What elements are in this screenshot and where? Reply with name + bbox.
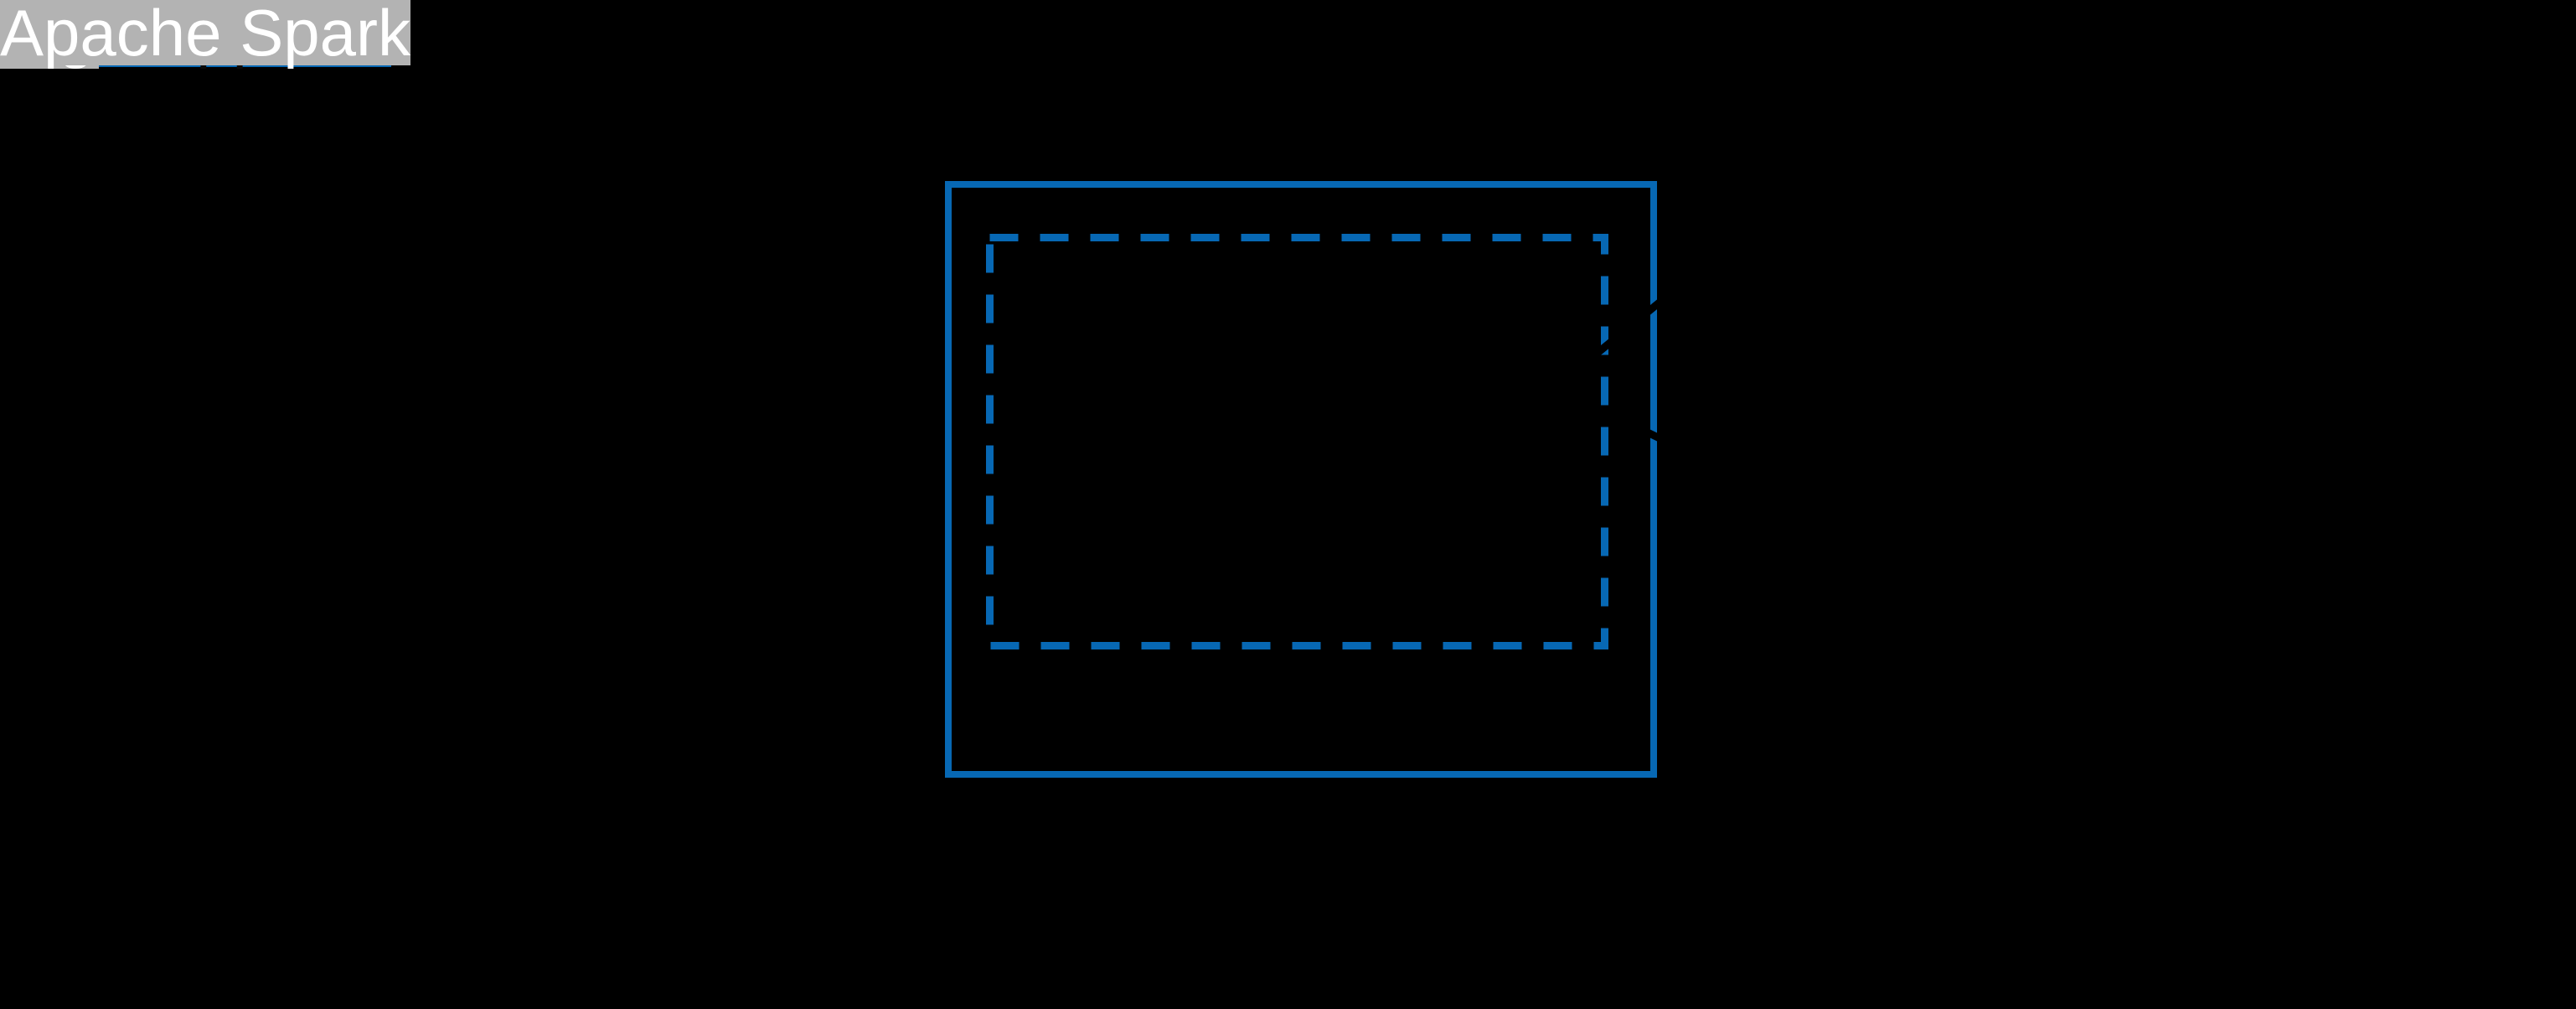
enclave-solid-border xyxy=(945,181,1657,778)
merge-line-upper xyxy=(1554,12,2015,390)
apache-spark-box: Apache Spark xyxy=(0,0,410,65)
callout-dot-icon xyxy=(519,509,531,520)
apache-spark-label: Apache Spark xyxy=(0,0,410,70)
merge-line-lower xyxy=(1555,384,2014,614)
left-arrowhead-icon xyxy=(1543,377,1562,397)
enclave-dashed-border xyxy=(986,234,1608,649)
stray-line-fragment xyxy=(2135,0,2142,11)
